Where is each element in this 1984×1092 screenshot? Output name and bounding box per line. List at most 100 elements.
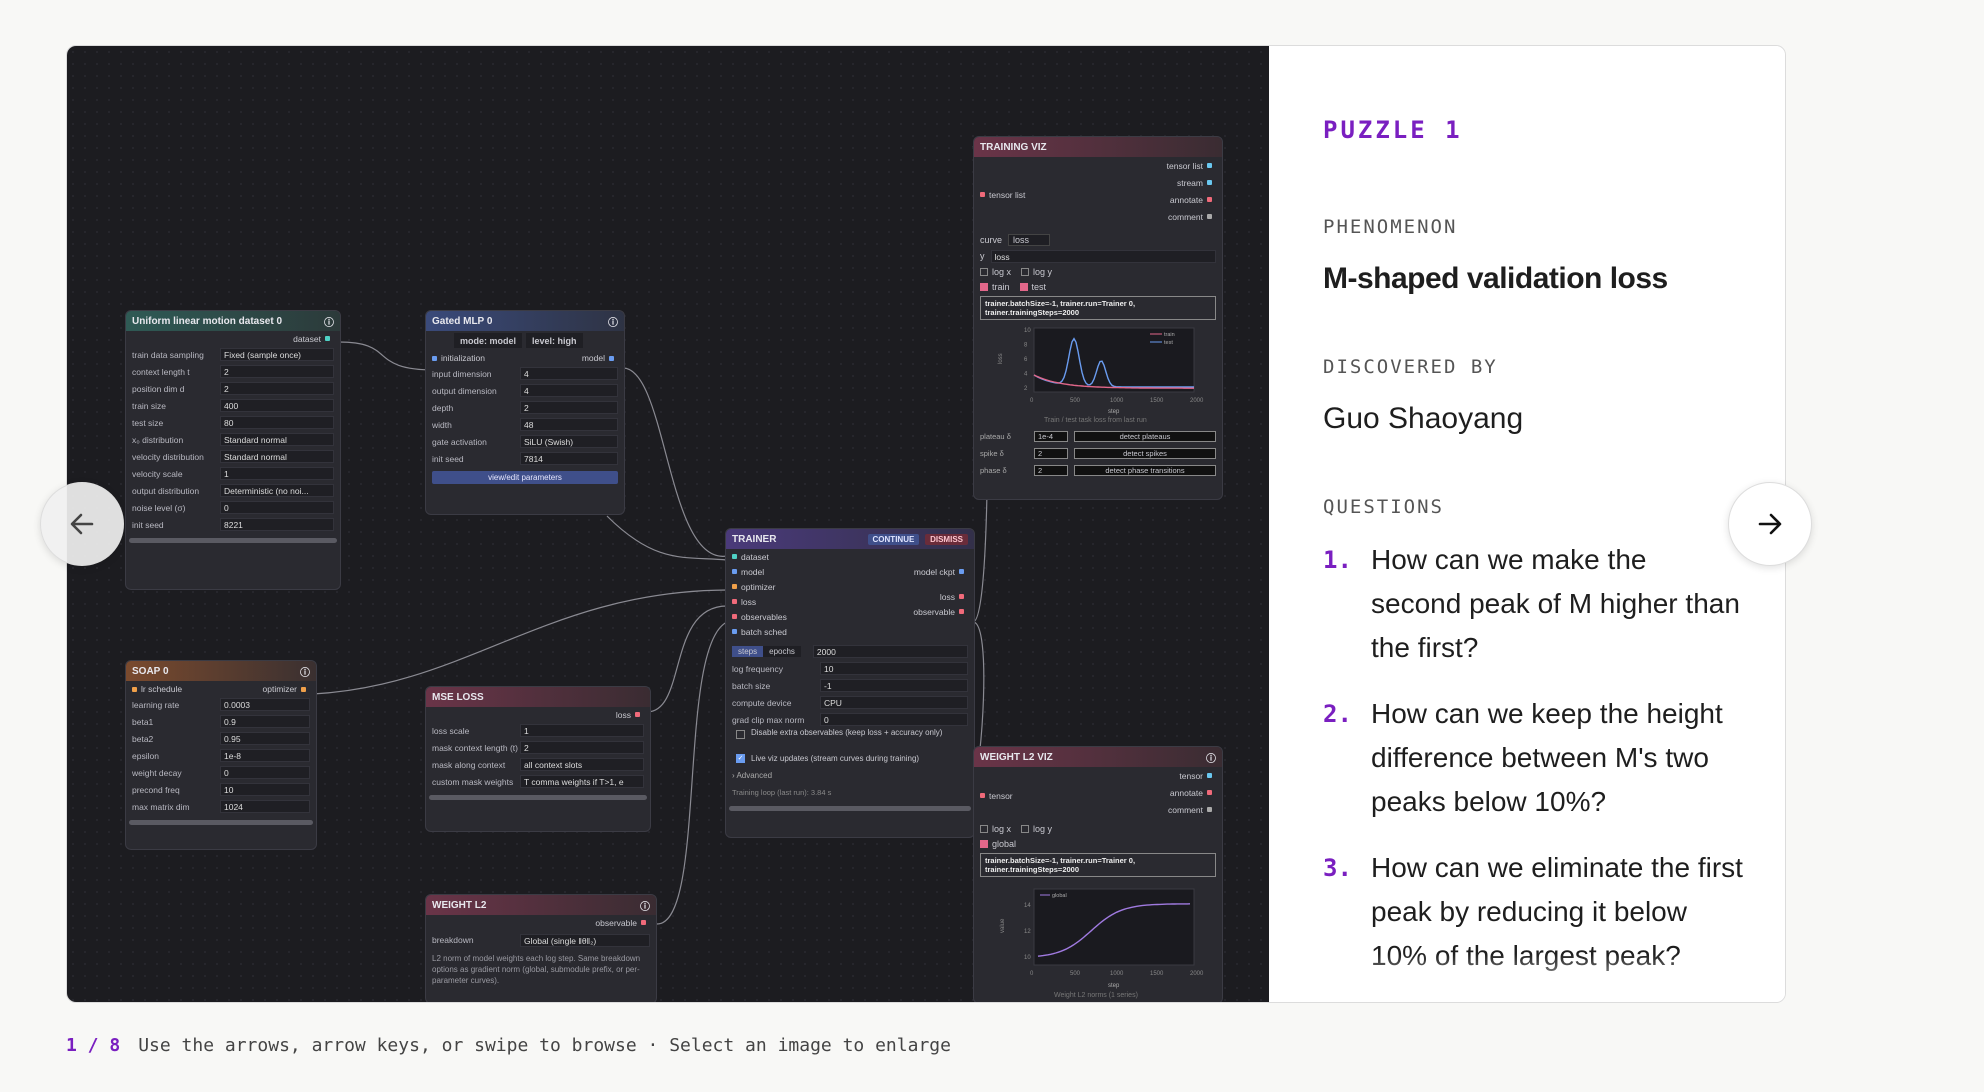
param-input[interactable]: 1 [520,724,644,737]
param-input[interactable]: Standard normal [220,433,334,446]
detect-input[interactable]: 2 [1034,448,1068,459]
port-dot[interactable] [1207,807,1212,812]
param-input[interactable]: -1 [820,679,968,692]
detect-button[interactable]: detect plateaus [1074,431,1216,442]
param-input[interactable]: CPU [820,696,968,709]
param-input[interactable]: 7814 [520,452,618,465]
param-input[interactable]: 48 [520,418,618,431]
param-input[interactable]: 80 [220,416,334,429]
checkbox-checked[interactable]: ✓ [736,754,745,763]
param-input[interactable]: 0 [820,713,968,726]
output-port[interactable]: loss [426,707,650,722]
output-port[interactable]: annotate [974,191,1222,208]
output-port[interactable]: tensor list [974,157,1222,174]
scrollbar[interactable] [729,806,971,811]
param-input[interactable]: SiLU (Swish) [520,435,618,448]
param-input[interactable]: Deterministic (no noi... [220,484,334,497]
steps-input[interactable]: 2000 [812,644,968,658]
checkbox-checked[interactable] [980,282,988,291]
port-dot[interactable] [732,569,737,574]
output-port[interactable]: dataset [126,331,340,346]
param-input[interactable]: T comma weights if T>1, e [520,775,644,788]
param-input[interactable]: 0 [220,766,310,779]
input-port[interactable]: lr schedule [132,684,182,694]
output-port[interactable]: comment [974,208,1222,225]
continue-button[interactable]: CONTINUE [867,533,920,545]
param-input[interactable]: Standard normal [220,450,334,463]
param-input[interactable]: 2 [220,365,334,378]
param-input[interactable]: 2 [520,401,618,414]
checkbox[interactable] [1021,824,1030,833]
output-port[interactable]: stream [974,174,1222,191]
checkbox[interactable] [980,267,988,276]
input-port[interactable]: loss [726,594,793,609]
port-dot[interactable] [1207,180,1212,185]
output-port[interactable]: observable [907,604,974,619]
node-canvas-image[interactable]: Uniform linear motion dataset 0 ⓘ datase… [67,46,1269,1002]
checkbox[interactable] [736,730,745,739]
param-input[interactable]: 8221 [220,518,334,531]
param-input[interactable]: 1 [220,467,334,480]
input-port[interactable]: dataset [726,549,793,564]
output-port[interactable]: loss [907,589,974,604]
info-icon[interactable]: ⓘ [640,901,650,913]
input-port[interactable]: tensor list [974,187,1222,202]
scrollbar[interactable] [129,820,313,825]
port-dot[interactable] [1207,790,1212,795]
curve-select[interactable]: loss [1008,234,1051,246]
param-input[interactable]: 400 [220,399,334,412]
checkbox-checked[interactable] [1019,282,1028,291]
previous-button[interactable] [40,482,124,566]
port-dot[interactable] [732,629,737,634]
output-port[interactable]: model ckpt [907,564,974,579]
advanced-toggle[interactable]: › Advanced [732,771,773,780]
param-input[interactable]: 10 [820,662,968,675]
tab-steps[interactable]: steps [732,645,764,657]
y-input[interactable]: loss [990,249,1216,263]
port-dot[interactable] [325,336,330,341]
next-button[interactable] [1728,482,1812,566]
scrollbar[interactable] [129,538,337,543]
param-input[interactable]: 10 [220,783,310,796]
param-input[interactable]: Fixed (sample once) [220,348,334,361]
info-icon[interactable]: ⓘ [1206,753,1216,765]
detect-button[interactable]: detect spikes [1074,448,1216,459]
detect-input[interactable]: 1e-4 [1034,431,1068,442]
param-input[interactable]: all context slots [520,758,644,771]
info-icon[interactable]: ⓘ [324,317,334,329]
tab-epochs[interactable]: epochs [763,645,801,657]
input-port[interactable]: observables [726,609,793,624]
param-input[interactable]: 0.0003 [220,698,310,711]
detect-button[interactable]: detect phase transitions [1074,465,1216,476]
output-port[interactable]: tensor [974,767,1222,784]
checkbox[interactable] [980,824,988,833]
input-port[interactable]: tensor [974,788,1222,803]
port-dot[interactable] [1207,773,1212,778]
checkbox-row[interactable]: ✓ Live viz updates (stream curves during… [736,754,920,763]
port-dot[interactable] [1207,197,1212,202]
param-input[interactable]: 0 [220,501,334,514]
port-dot[interactable] [1207,163,1212,168]
param-input[interactable]: 0.9 [220,715,310,728]
detect-input[interactable]: 2 [1034,465,1068,476]
output-port[interactable]: annotate [974,784,1222,801]
output-port[interactable]: optimizer [263,684,310,694]
input-port[interactable]: optimizer [726,579,793,594]
gated-mlp-node[interactable]: Gated MLP 0 ⓘ mode: model level: high in… [425,310,625,515]
level-select[interactable]: level: high [526,333,583,348]
port-dot[interactable] [959,609,964,614]
view-edit-parameters-button[interactable]: view/edit parameters [432,471,618,484]
param-input[interactable]: 1024 [220,800,310,813]
info-icon[interactable]: ⓘ [300,667,310,679]
output-port[interactable]: model [582,353,618,363]
output-port[interactable]: observable [426,915,656,930]
breakdown-select[interactable]: Global (single ‖θ‖₂) [520,933,650,947]
param-input[interactable]: 4 [520,384,618,397]
port-dot[interactable] [732,599,737,604]
checkbox[interactable] [1021,267,1030,276]
soap-optimizer-node[interactable]: SOAP 0 ⓘ lr schedule optimizer learning … [125,660,317,850]
checkbox-row[interactable]: Disable extra observables (keep loss + a… [726,728,974,750]
